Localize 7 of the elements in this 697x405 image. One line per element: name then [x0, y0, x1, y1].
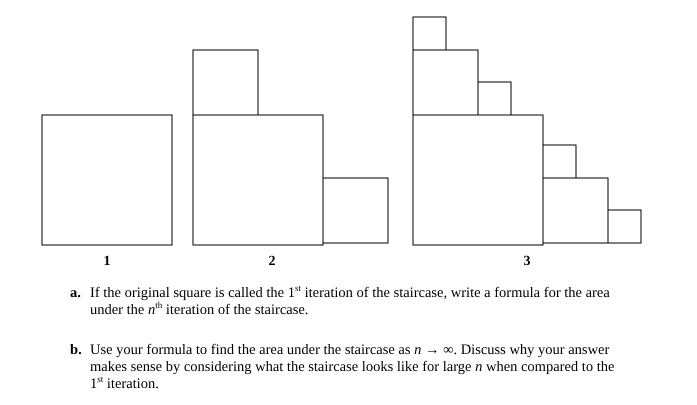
question-letter: a. [70, 285, 81, 302]
question-letter: b. [70, 342, 82, 359]
figure-number: 1 [104, 254, 110, 270]
question-text: If the original square is called the 1$^{st}$ iteration of the staircase, write a formula for the area under the n$^{th}$ iteration of the staircase. [90, 285, 611, 319]
figure-number: 2 [268, 254, 276, 270]
figure-number: 3 [524, 254, 530, 270]
question-text: Use your formula to find the area under the staircase as n → ∞. Discuss why your answer makes sense by considering what the staircase looks like for large n when compared to the 1$^{st}$ iteration. [90, 342, 616, 393]
